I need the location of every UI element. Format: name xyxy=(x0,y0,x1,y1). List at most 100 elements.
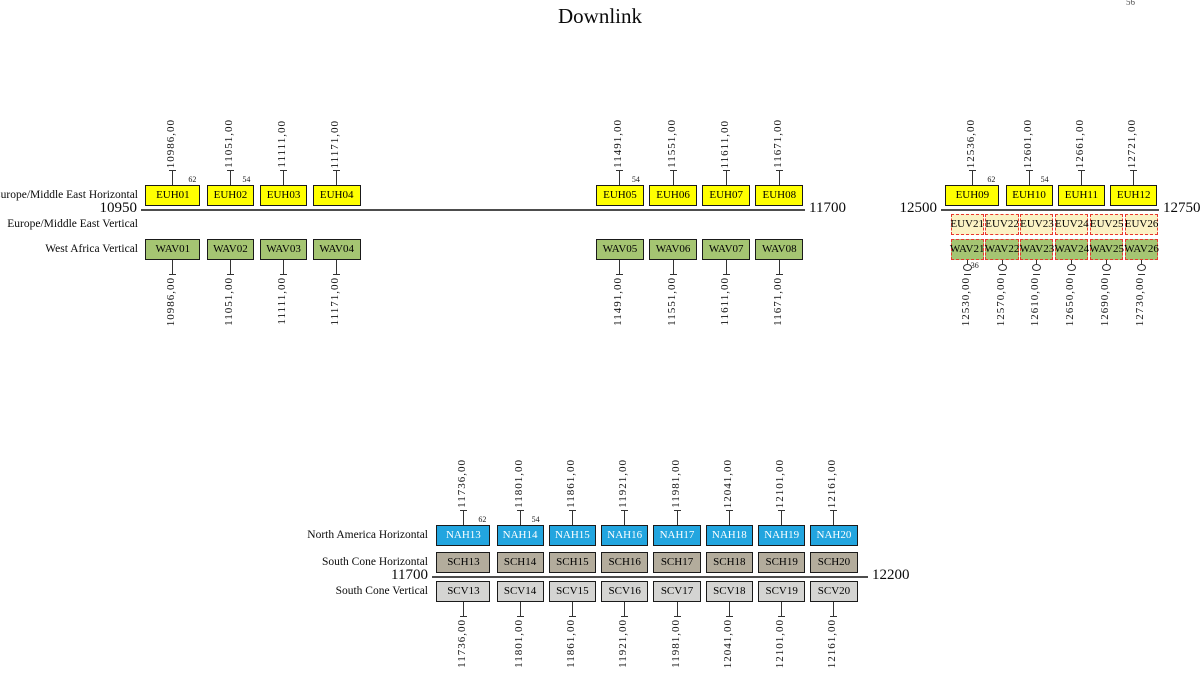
bandwidth-marker: 54 xyxy=(631,175,640,184)
connector-tickbar xyxy=(333,170,341,171)
row-label: South Cone Vertical xyxy=(335,585,428,597)
channel-box-nah17: NAH17 xyxy=(653,525,701,546)
channel-box-nah16: NAH16 xyxy=(601,525,649,546)
channel-box-scv18: SCV18 xyxy=(705,581,753,602)
freq-label: 12730,00 xyxy=(1134,277,1147,327)
connector-tickbar xyxy=(516,616,524,617)
axis-end-label: 11700 xyxy=(809,200,846,216)
channel-box-scv15: SCV15 xyxy=(548,581,596,602)
connector-ellipse xyxy=(997,264,1007,271)
axis-start-label: 11700 xyxy=(391,567,428,583)
channel-box-sch20: SCH20 xyxy=(810,552,858,573)
connector-tickbar xyxy=(1077,170,1085,171)
connector-tickbar xyxy=(280,170,288,171)
connector-tickbar xyxy=(169,170,177,171)
connector-tickbar xyxy=(775,274,783,275)
channel-box-euh06: EUH06 xyxy=(649,185,697,206)
connector-tick xyxy=(833,511,835,525)
freq-label: 11736,00 xyxy=(455,459,468,508)
connector-tick xyxy=(833,602,835,616)
bandwidth-marker: 54 xyxy=(242,175,251,184)
channel-box-wav26: WAV26 xyxy=(1124,239,1159,260)
freq-label: 11491,00 xyxy=(612,277,625,326)
connector-tickbar xyxy=(830,616,838,617)
axis-start-label: 12500 xyxy=(899,200,938,216)
row-label: South Cone Horizontal xyxy=(321,556,428,568)
channel-box-scv16: SCV16 xyxy=(601,581,649,602)
connector-tickbar xyxy=(568,510,576,511)
freq-label: 12101,00 xyxy=(774,458,787,508)
channel-box-sch15: SCH15 xyxy=(548,552,596,573)
connector-tick xyxy=(283,260,285,274)
freq-label: 12161,00 xyxy=(826,619,839,669)
row-label: North America Horizontal xyxy=(307,529,428,541)
channel-box-euv26: EUV26 xyxy=(1125,214,1158,235)
axis-line xyxy=(941,209,1159,211)
connector-tickbar xyxy=(621,616,629,617)
channel-box-wav02: WAV02 xyxy=(206,239,255,260)
channel-box-euh04: EUH04 xyxy=(312,185,361,206)
channel-box-euh03: EUH03 xyxy=(259,185,308,206)
connector-tickbar xyxy=(459,510,467,511)
freq-label: 12041,00 xyxy=(721,458,734,508)
connector-tickbar xyxy=(568,616,576,617)
corner-mark: 56 xyxy=(1126,0,1135,7)
connector-tickbar xyxy=(830,510,838,511)
freq-label: 11611,00 xyxy=(718,277,731,326)
connector-tickbar xyxy=(1138,274,1146,275)
connector-tick xyxy=(728,511,730,525)
freq-label: 11491,00 xyxy=(612,119,625,168)
connector-tickbar xyxy=(722,170,730,171)
connector-tick xyxy=(229,260,231,274)
connector-tickbar xyxy=(669,274,677,275)
connector-tick xyxy=(172,260,174,274)
channel-box-wav04: WAV04 xyxy=(312,239,361,260)
freq-label: 11551,00 xyxy=(665,277,678,326)
freq-label: 11801,00 xyxy=(512,619,525,668)
bandwidth-marker: 54 xyxy=(531,515,540,524)
bandwidth-marker: 62 xyxy=(987,175,996,184)
connector-tick xyxy=(1133,171,1135,185)
channel-box-nah15: NAH15 xyxy=(548,525,596,546)
connector-tick xyxy=(1071,260,1073,264)
connector-tickbar xyxy=(968,170,976,171)
bandwidth-marker: 62 xyxy=(478,515,487,524)
connector-tickbar xyxy=(459,616,467,617)
channel-box-scv13: SCV13 xyxy=(436,581,491,602)
freq-label: 11111,00 xyxy=(276,120,289,168)
connector-tick xyxy=(676,602,678,616)
channel-box-wav23: WAV23 xyxy=(1020,239,1054,260)
freq-label: 12650,00 xyxy=(1064,277,1077,327)
freq-label: 11671,00 xyxy=(771,119,784,168)
connector-tick xyxy=(624,602,626,616)
channel-box-nah18: NAH18 xyxy=(705,525,753,546)
channel-box-nah14: NAH14 xyxy=(496,525,544,546)
connector-ellipse xyxy=(962,264,972,271)
freq-label: 10986,00 xyxy=(165,277,178,327)
freq-label: 12570,00 xyxy=(994,277,1007,327)
connector-tickbar xyxy=(775,170,783,171)
axis-line xyxy=(432,576,868,578)
bandwidth-marker: 36 xyxy=(970,261,979,270)
connector-tick xyxy=(971,171,973,185)
connector-tick xyxy=(676,511,678,525)
connector-ellipse xyxy=(1067,264,1077,271)
connector-tick xyxy=(229,171,231,185)
channel-box-euh09: EUH09 xyxy=(945,185,1000,206)
freq-label: 11801,00 xyxy=(512,459,525,508)
axis-end-label: 12750 xyxy=(1163,200,1200,216)
row-label: Europe/Middle East Vertical xyxy=(7,218,138,230)
connector-tickbar xyxy=(725,616,733,617)
channel-box-sch18: SCH18 xyxy=(705,552,753,573)
connector-tick xyxy=(672,171,674,185)
freq-label: 11921,00 xyxy=(617,619,630,668)
freq-label: 11611,00 xyxy=(718,119,731,168)
connector-tick xyxy=(571,602,573,616)
freq-label: 12530,00 xyxy=(959,277,972,327)
connector-tickbar xyxy=(280,274,288,275)
row-label: West Africa Vertical xyxy=(45,243,138,255)
channel-box-euv21: EUV21 xyxy=(950,214,984,235)
connector-tickbar xyxy=(1103,274,1111,275)
connector-tickbar xyxy=(616,170,624,171)
